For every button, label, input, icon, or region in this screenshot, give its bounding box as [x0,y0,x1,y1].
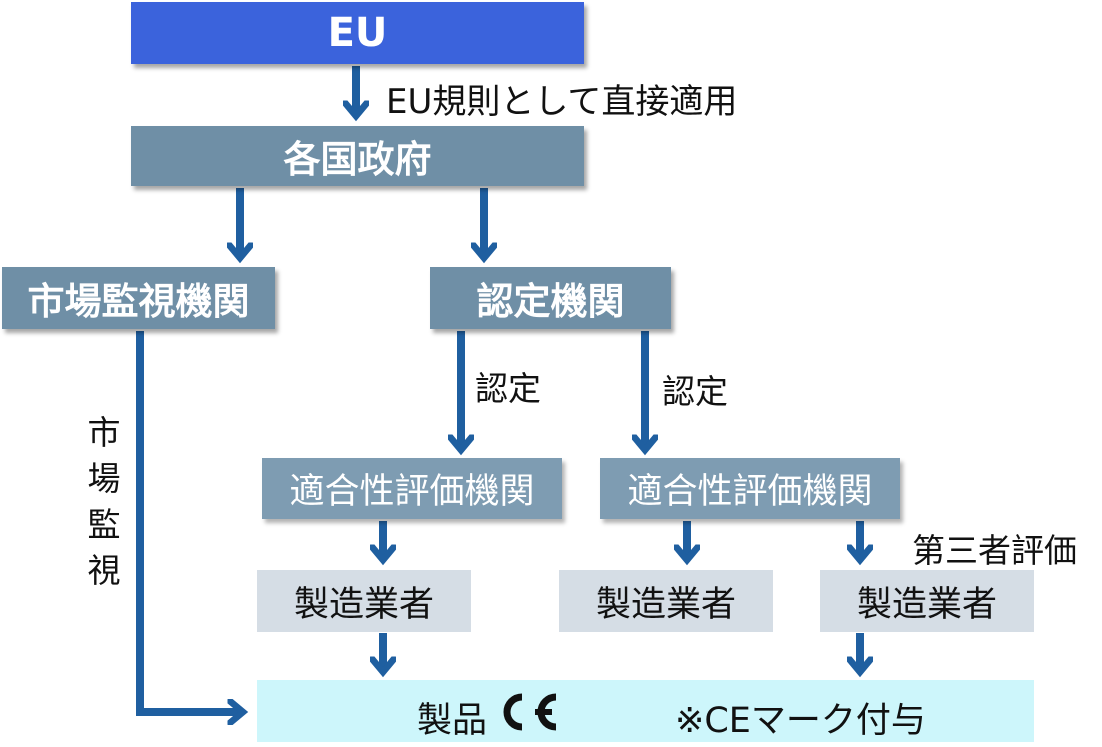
accreditation-body-box: 認定機関 [430,267,671,329]
manufacturer-box-1: 製造業者 [257,570,471,632]
market-surveillance-label: 市 場 監 視 [84,410,124,594]
market-authority-box: 市場監視機関 [2,267,275,329]
manufacturer-box-2: 製造業者 [559,570,773,632]
product-label: 製品 [417,701,488,741]
manufacturer-box-3: 製造業者 [820,570,1034,632]
accredit-label-right: 認定 [662,372,728,411]
ce-note-label: ※CEマーク付与 [675,701,926,741]
cab-box-left: 適合性評価機関 [262,458,562,519]
eu-box: EU [131,2,584,64]
accredit-label-left: 認定 [475,369,541,408]
market-surveillance-char-4: 視 [87,551,121,590]
market-surveillance-char-2: 場 [87,459,121,498]
cab-box-right: 適合性評価機関 [600,458,900,519]
gov-box: 各国政府 [131,126,584,186]
eu-to-gov-label: EU規則として直接適用 [386,82,738,122]
product-box: 製品 ※CEマーク付与 [257,680,1034,742]
market-surveillance-char-3: 監 [87,505,121,544]
arrow-market-product [136,331,243,712]
ce-mark-icon [503,693,557,731]
market-surveillance-char-1: 市 [87,413,121,452]
third-party-label: 第三者評価 [912,531,1077,570]
